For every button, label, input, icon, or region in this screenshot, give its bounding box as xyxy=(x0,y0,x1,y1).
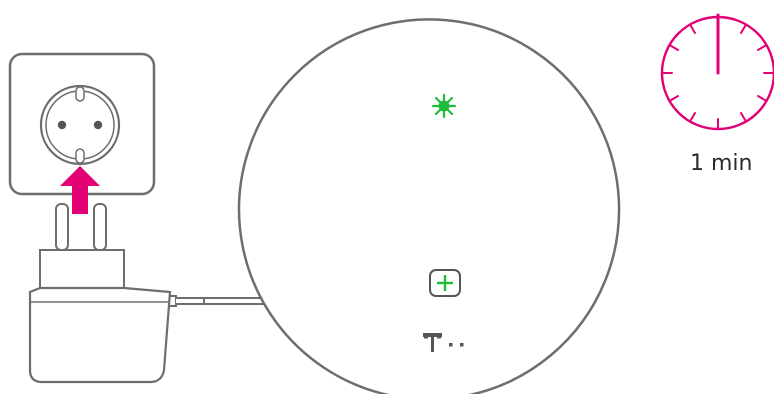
socket-ground-clip-top xyxy=(76,87,84,101)
plug-head xyxy=(40,250,124,288)
stopwatch-icon xyxy=(662,15,774,129)
plug-pin-left xyxy=(56,204,68,250)
socket-ground-clip-bottom xyxy=(76,149,84,163)
socket-hole-right xyxy=(94,121,102,129)
plus-button-icon[interactable] xyxy=(430,270,460,296)
timer-label: 1 min xyxy=(690,150,760,178)
plug-pin-right xyxy=(94,204,106,250)
mesh-device xyxy=(239,19,619,394)
socket-hole-left xyxy=(58,121,66,129)
green-blinking-led-icon xyxy=(433,95,455,117)
power-adapter-icon xyxy=(30,204,170,382)
